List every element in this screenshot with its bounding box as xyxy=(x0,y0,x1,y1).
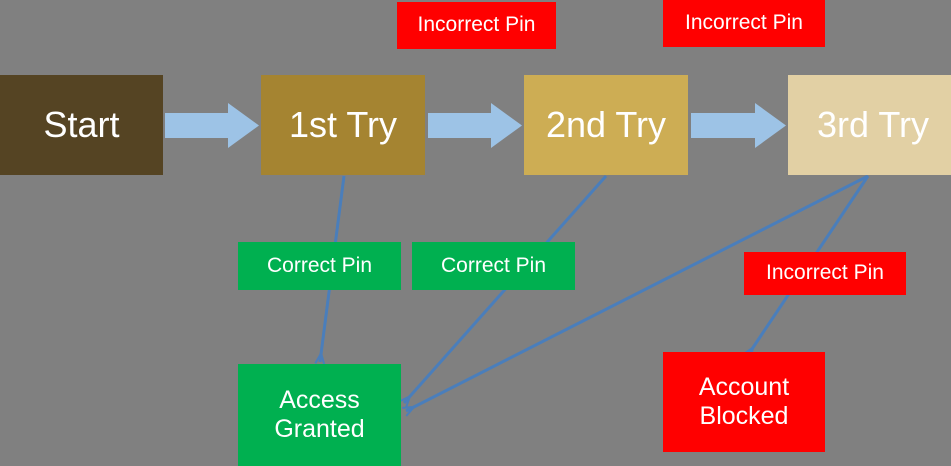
edge-label-incorrect-pin-2-text: Incorrect Pin xyxy=(685,11,803,35)
node-start-label: Start xyxy=(43,104,120,146)
block-arrow-first-try-to-second-try xyxy=(428,103,522,148)
edge-label-incorrect-pin-1[interactable]: Incorrect Pin xyxy=(397,2,556,49)
edge-label-correct-pin-1[interactable]: Correct Pin xyxy=(238,242,401,290)
node-third-try[interactable]: 3rd Try xyxy=(788,75,951,175)
node-access-granted[interactable]: Access Granted xyxy=(238,364,401,466)
node-third-try-label: 3rd Try xyxy=(816,104,930,146)
node-account-blocked-label-line1: Account xyxy=(698,373,790,402)
edge-label-incorrect-pin-2[interactable]: Incorrect Pin xyxy=(663,0,825,47)
node-start[interactable]: Start xyxy=(0,75,163,175)
node-account-blocked[interactable]: Account Blocked xyxy=(663,352,825,452)
edge-label-incorrect-pin-3[interactable]: Incorrect Pin xyxy=(744,252,906,295)
edge-label-correct-pin-2-text: Correct Pin xyxy=(440,253,547,277)
edge-label-incorrect-pin-1-text: Incorrect Pin xyxy=(417,13,536,37)
connector-third-try-to-access-granted xyxy=(406,174,869,411)
block-arrow-second-try-to-third-try xyxy=(691,103,786,148)
node-access-granted-label-line2: Granted xyxy=(274,415,365,443)
node-account-blocked-label-line2: Blocked xyxy=(699,402,789,430)
node-access-granted-label-line1: Access xyxy=(279,386,360,415)
node-first-try[interactable]: 1st Try xyxy=(261,75,425,175)
node-first-try-label: 1st Try xyxy=(288,104,398,146)
edge-label-incorrect-pin-3-text: Incorrect Pin xyxy=(766,261,884,285)
node-second-try-label: 2nd Try xyxy=(545,104,667,146)
node-second-try[interactable]: 2nd Try xyxy=(524,75,688,175)
edge-label-correct-pin-2[interactable]: Correct Pin xyxy=(412,242,575,290)
edge-label-correct-pin-1-text: Correct Pin xyxy=(266,253,373,277)
block-arrow-start-to-first-try xyxy=(165,103,259,148)
